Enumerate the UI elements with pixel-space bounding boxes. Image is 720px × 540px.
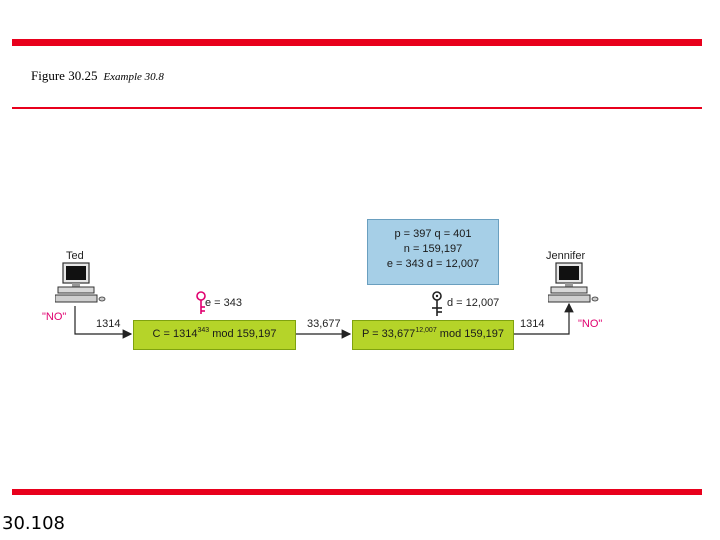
figure-title: Figure 30.25 Example 30.8 bbox=[31, 68, 164, 84]
key-params-line2: n = 159,197 bbox=[403, 243, 463, 255]
arrow-decrypt-to-jennifer bbox=[514, 302, 574, 335]
title-underline bbox=[12, 107, 702, 109]
receiver-name: Jennifer bbox=[546, 250, 586, 262]
encrypt-box: C = 1314343 mod 159,197 bbox=[133, 320, 296, 350]
key-parameters-box: p = 397 q = 401 n = 159,197 e = 343 d = … bbox=[367, 219, 499, 285]
key-params-line3: e = 343 d = 12,007 bbox=[386, 258, 480, 270]
key-icon bbox=[432, 291, 442, 316]
top-red-bar bbox=[12, 39, 702, 46]
key-params-line1: p = 397 q = 401 bbox=[394, 228, 472, 240]
decrypt-exponent: 12,007 bbox=[415, 327, 437, 334]
bottom-red-bar bbox=[12, 489, 702, 495]
sender-plaintext: 1314 bbox=[96, 318, 121, 330]
key-icon bbox=[196, 291, 206, 314]
computer-icon bbox=[548, 262, 599, 303]
slide-number: 30.108 bbox=[2, 513, 65, 534]
decrypt-suffix: mod 159,197 bbox=[436, 328, 505, 340]
public-key-label: e = 343 bbox=[205, 297, 243, 309]
figure-label: Figure 30.25 bbox=[31, 68, 98, 83]
encrypt-prefix: C = 1314 bbox=[152, 328, 198, 340]
example-label: Example 30.8 bbox=[103, 71, 164, 83]
ciphertext-label: 33,677 bbox=[307, 318, 341, 330]
sender-message: "NO" bbox=[42, 311, 67, 323]
receiver-message: "NO" bbox=[578, 318, 603, 330]
receiver-plaintext: 1314 bbox=[520, 318, 545, 330]
computer-icon bbox=[55, 262, 106, 303]
sender-name: Ted bbox=[66, 250, 84, 262]
encrypt-suffix: mod 159,197 bbox=[209, 328, 277, 340]
private-key-label: d = 12,007 bbox=[447, 297, 500, 309]
decrypt-prefix: P = 33,677 bbox=[361, 328, 416, 340]
encrypt-exponent: 343 bbox=[197, 327, 210, 334]
decrypt-box: P = 33,67712,007 mod 159,197 bbox=[352, 320, 514, 350]
arrow-ted-to-encrypt bbox=[74, 306, 133, 339]
